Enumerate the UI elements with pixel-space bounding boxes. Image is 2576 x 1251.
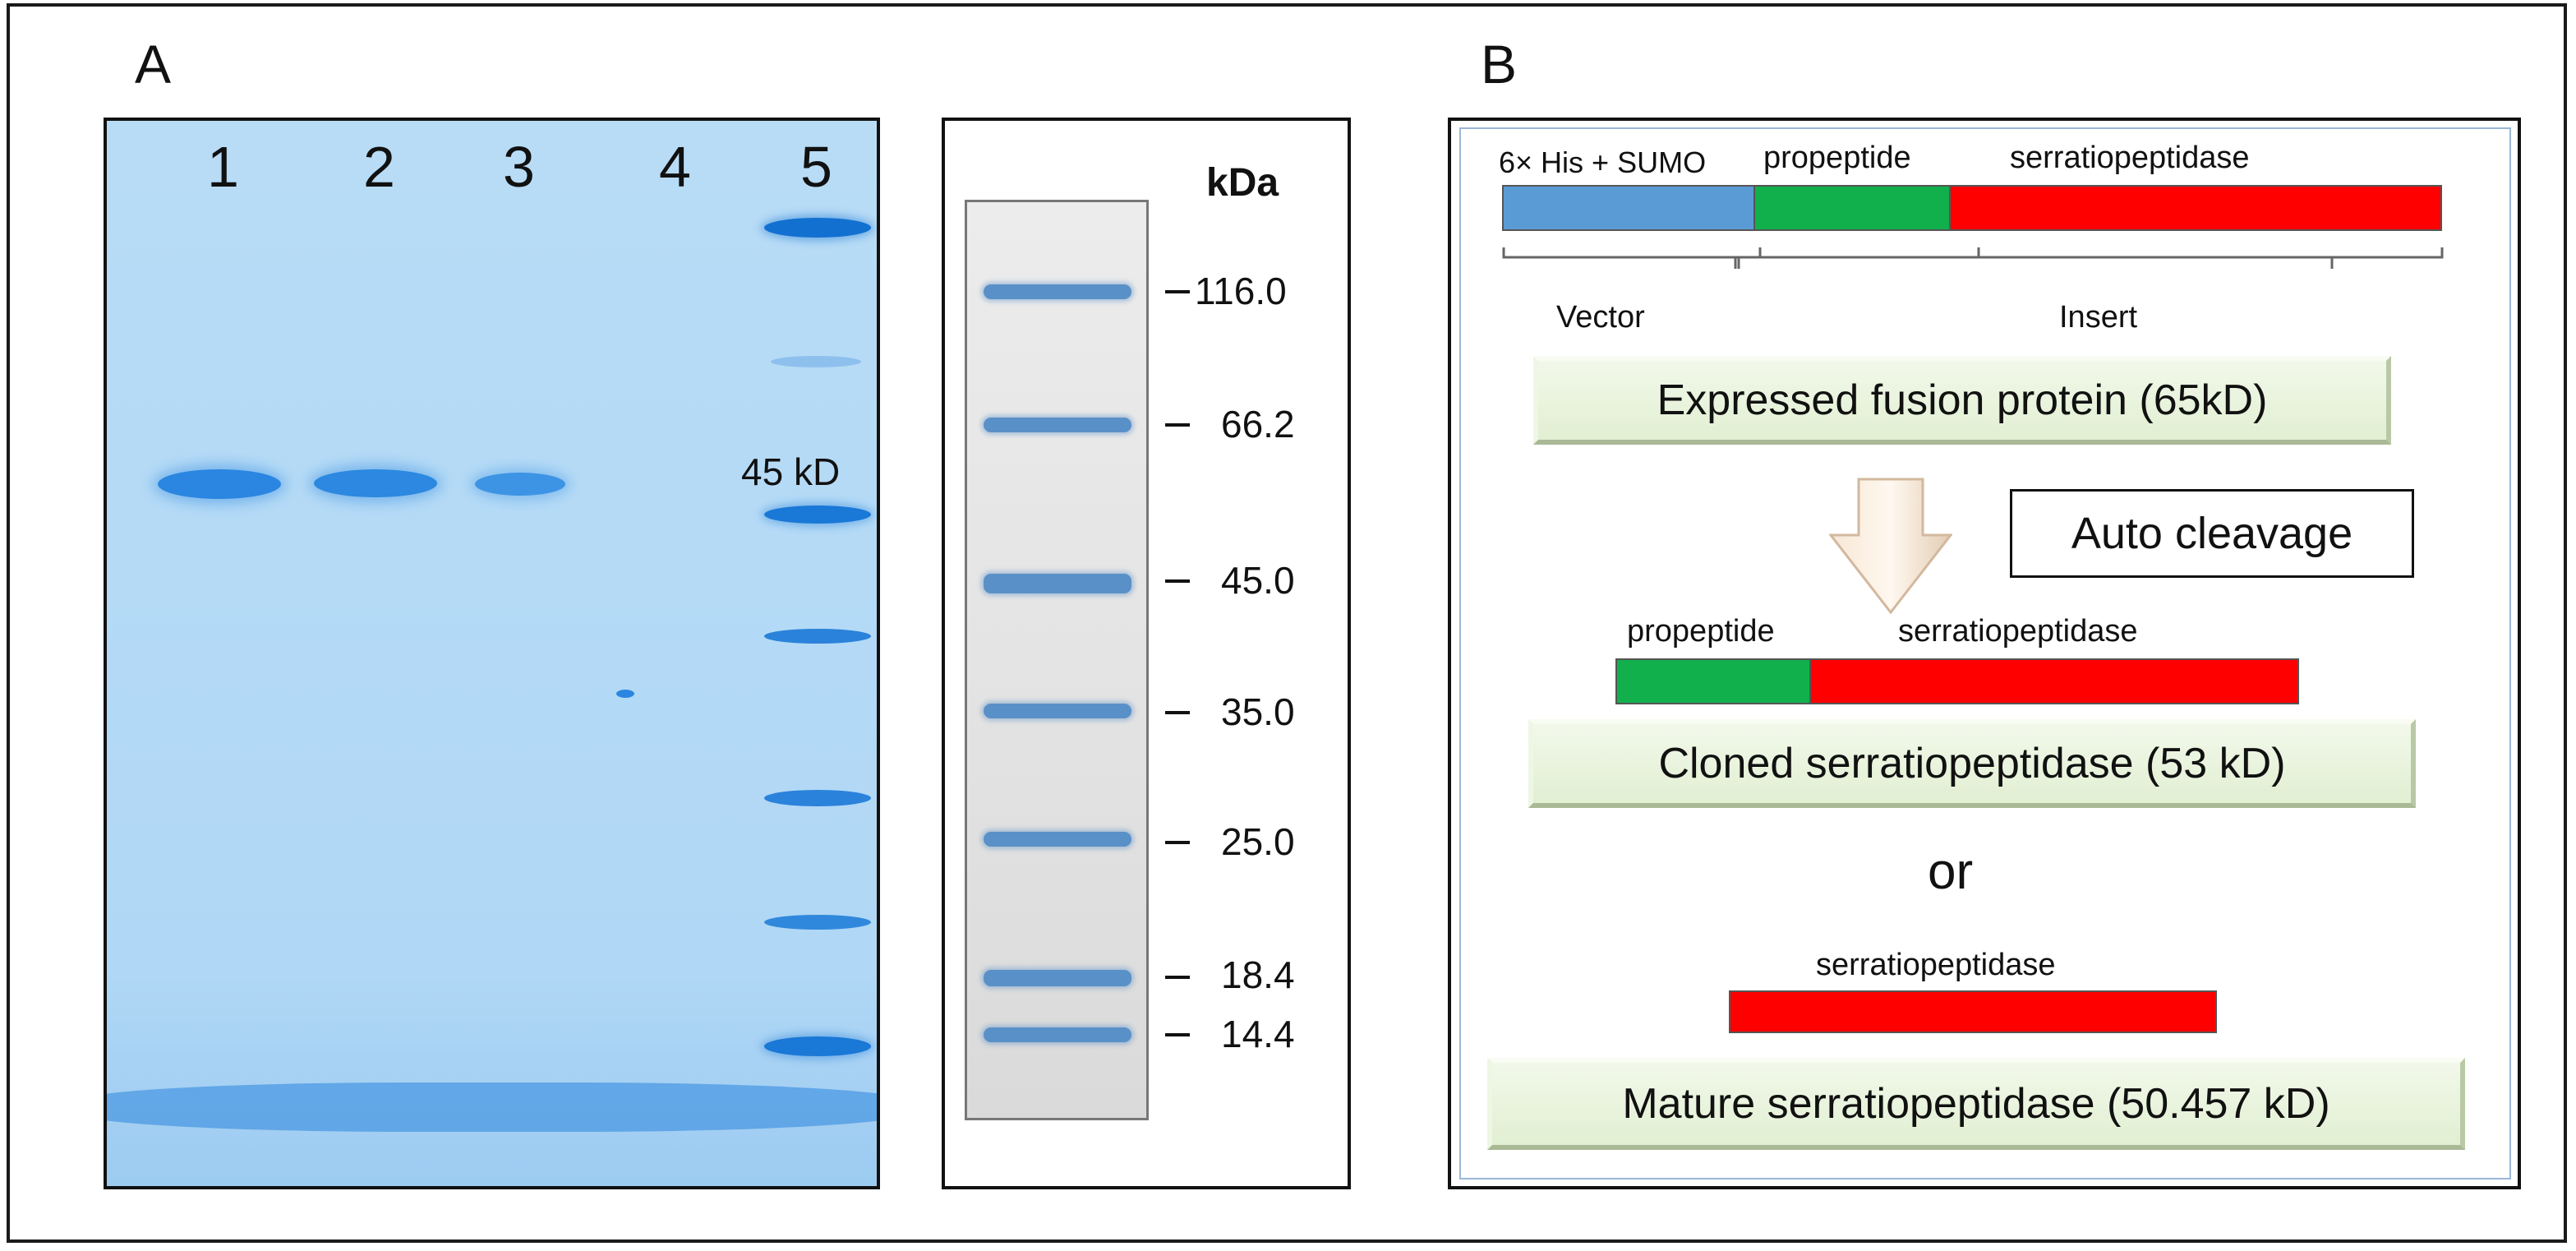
marker-band bbox=[984, 1027, 1131, 1042]
diagram-inner-border bbox=[1459, 127, 2511, 1179]
construct-diagram-panel: 6× His + SUMO propeptide serratiopeptida… bbox=[1448, 118, 2521, 1189]
marker-band bbox=[984, 970, 1131, 986]
ladder-band bbox=[764, 629, 871, 644]
construct-braces bbox=[1502, 247, 2444, 269]
lane-3-label: 3 bbox=[503, 135, 535, 199]
protease-label-cloned: serratiopeptidase bbox=[1898, 614, 2138, 649]
expressed-fusion-box: Expressed fusion protein (65kD) bbox=[1533, 356, 2391, 445]
ladder-band bbox=[764, 915, 871, 930]
protease-segment-cloned bbox=[1809, 658, 2299, 704]
marker-band bbox=[984, 284, 1131, 299]
vector-tag-label: 6× His + SUMO bbox=[1499, 145, 1707, 179]
marker-ladder-panel: kDa 116.0 66.2 45.0 35.0 25.0 18.4 14.4 bbox=[942, 118, 1351, 1189]
sample-band-lane-2 bbox=[314, 469, 437, 497]
sds-page-gel: 1 2 3 4 5 45 kD bbox=[104, 118, 880, 1189]
tick bbox=[1165, 290, 1190, 293]
propeptide-label-top: propeptide bbox=[1763, 141, 1911, 175]
marker-band bbox=[984, 574, 1131, 593]
lane-2-label: 2 bbox=[363, 135, 395, 199]
protease-label-top: serratiopeptidase bbox=[2010, 141, 2250, 175]
propeptide-label-cloned: propeptide bbox=[1627, 614, 1775, 649]
lane-4-label: 4 bbox=[659, 135, 691, 199]
dye-front bbox=[107, 1083, 877, 1132]
marker-116-label: 116.0 bbox=[1195, 270, 1287, 312]
marker-band bbox=[984, 418, 1131, 432]
lane-5-label: 5 bbox=[800, 135, 832, 199]
spot bbox=[616, 690, 634, 698]
tick bbox=[1165, 1033, 1190, 1036]
marker-14-label: 14.4 bbox=[1221, 1013, 1295, 1055]
cloned-serratiopeptidase-box: Cloned serratiopeptidase (53 kD) bbox=[1528, 719, 2416, 808]
marker-25-label: 25.0 bbox=[1221, 820, 1295, 863]
ladder-band bbox=[764, 790, 871, 806]
marker-band bbox=[984, 832, 1131, 847]
ladder-band bbox=[764, 218, 871, 238]
vector-label: Vector bbox=[1556, 300, 1645, 335]
ladder-band bbox=[771, 356, 861, 367]
sample-band-lane-3 bbox=[475, 473, 565, 496]
propeptide-segment bbox=[1753, 185, 1951, 231]
propeptide-segment-cloned bbox=[1615, 658, 1811, 704]
marker-lane bbox=[965, 200, 1149, 1120]
auto-cleavage-box: Auto cleavage bbox=[2010, 489, 2414, 578]
sample-band-lane-1 bbox=[158, 469, 281, 499]
tick bbox=[1165, 976, 1190, 979]
marker-35-label: 35.0 bbox=[1221, 690, 1295, 733]
tick bbox=[1165, 841, 1190, 844]
down-arrow-icon bbox=[1829, 478, 1952, 614]
ladder-band bbox=[764, 505, 871, 524]
marker-band bbox=[984, 704, 1131, 718]
insert-label: Insert bbox=[2059, 300, 2138, 335]
marker-66-label: 66.2 bbox=[1221, 403, 1295, 445]
marker-18-label: 18.4 bbox=[1221, 953, 1295, 996]
45kd-label: 45 kD bbox=[741, 450, 841, 493]
panel-b-label: B bbox=[1481, 34, 1518, 95]
protease-segment bbox=[1949, 185, 2442, 231]
panel-a-label: A bbox=[135, 34, 172, 95]
marker-45-label: 45.0 bbox=[1221, 559, 1295, 602]
tick bbox=[1165, 579, 1190, 583]
lane-1-label: 1 bbox=[207, 135, 239, 199]
mature-protease-segment bbox=[1729, 990, 2217, 1033]
mature-serratiopeptidase-box: Mature serratiopeptidase (50.457 kD) bbox=[1487, 1058, 2465, 1150]
or-label: or bbox=[1928, 843, 1974, 900]
protease-label-mature: serratiopeptidase bbox=[1816, 948, 2056, 982]
tick bbox=[1165, 711, 1190, 714]
tick bbox=[1165, 423, 1190, 427]
ladder-band bbox=[764, 1036, 871, 1056]
kda-unit-label: kDa bbox=[1206, 161, 1279, 205]
